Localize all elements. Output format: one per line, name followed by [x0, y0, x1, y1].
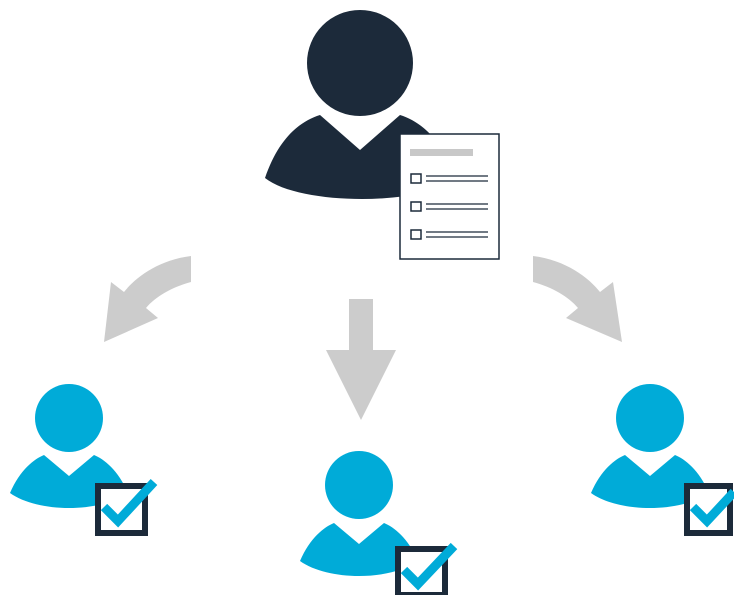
document-header-bar — [410, 149, 473, 156]
curved-arrow-left-icon — [104, 256, 191, 342]
checked-box-icon — [684, 483, 734, 536]
manager-head — [307, 10, 413, 116]
checklist-document-icon — [399, 133, 500, 260]
checked-box-icon — [395, 542, 458, 595]
checklist-item — [410, 229, 488, 240]
curved-arrow-right-icon — [533, 256, 622, 342]
person-icon — [591, 384, 709, 508]
checked-box-icon — [95, 478, 158, 536]
team-member-3 — [591, 384, 734, 536]
person-icon — [300, 451, 418, 576]
team-member-1 — [10, 384, 158, 536]
arrow-down-icon — [326, 299, 396, 420]
checklist-item — [410, 173, 488, 184]
team-member-2 — [300, 451, 458, 595]
checklist-item — [410, 201, 488, 212]
